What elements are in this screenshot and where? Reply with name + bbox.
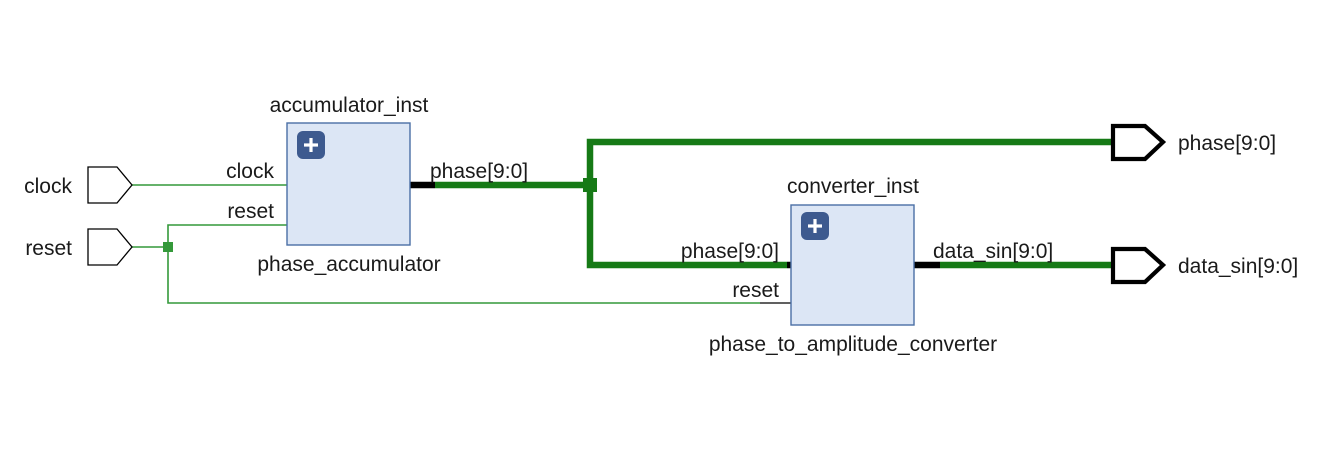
input-port-clock[interactable]: clock <box>24 166 133 204</box>
input-port-clock-label: clock <box>24 175 72 198</box>
block-converter-body[interactable] <box>790 204 915 326</box>
block-accumulator-module-label: phase_accumulator <box>257 253 440 276</box>
block-converter-module-label: phase_to_amplitude_converter <box>709 333 997 356</box>
plus-icon <box>297 131 325 159</box>
junction-phase <box>583 178 597 192</box>
input-port-reset[interactable]: reset <box>25 228 133 266</box>
port-label-converter-phase-in: phase[9:0] <box>681 240 779 263</box>
input-port-reset-label: reset <box>25 237 72 260</box>
output-port-data-sin-label: data_sin[9:0] <box>1178 255 1298 278</box>
output-port-data-sin-shape[interactable] <box>1110 246 1167 285</box>
block-converter-inst[interactable]: converter_inst phase[9:0] reset data_sin… <box>681 175 1053 356</box>
output-port-phase-shape[interactable] <box>1110 123 1167 162</box>
junction-reset <box>163 242 173 252</box>
wire-reset-to-converter <box>167 247 760 304</box>
input-port-reset-shape[interactable] <box>87 228 133 266</box>
wire-phase-to-converter <box>586 185 787 269</box>
port-label-converter-data-sin-out: data_sin[9:0] <box>933 240 1053 263</box>
block-converter-instance-label: converter_inst <box>787 175 919 198</box>
output-port-phase[interactable]: phase[9:0] <box>1110 123 1276 162</box>
output-port-data-sin[interactable]: data_sin[9:0] <box>1110 246 1298 285</box>
block-accumulator-instance-label: accumulator_inst <box>270 94 429 117</box>
port-label-accumulator-clock: clock <box>226 160 274 183</box>
net-phase[interactable] <box>390 138 1113 269</box>
wire-phase-to-output-port <box>586 138 1113 185</box>
input-port-clock-shape[interactable] <box>87 166 133 204</box>
port-label-accumulator-reset: reset <box>227 200 274 223</box>
port-label-converter-reset: reset <box>732 279 779 302</box>
wire-reset-to-accumulator <box>167 224 306 247</box>
port-label-accumulator-phase-out: phase[9:0] <box>430 160 528 183</box>
plus-icon <box>801 212 829 240</box>
block-accumulator-inst[interactable]: accumulator_inst clock reset phase[9:0] … <box>226 94 528 276</box>
output-port-phase-label: phase[9:0] <box>1178 132 1276 155</box>
